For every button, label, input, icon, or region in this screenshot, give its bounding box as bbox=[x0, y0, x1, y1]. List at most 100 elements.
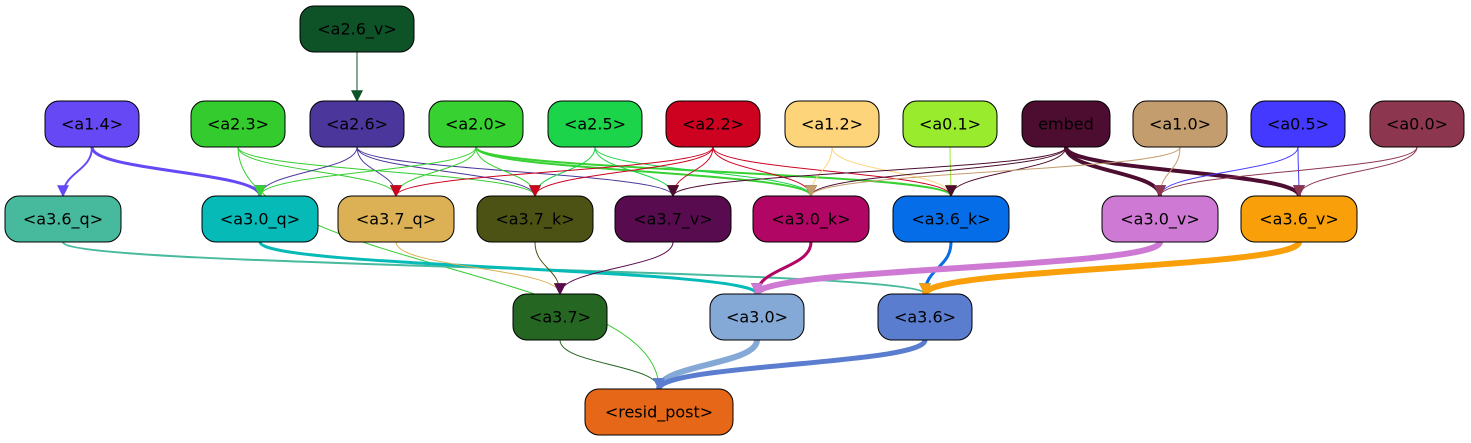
node-a3-6-v[interactable]: <a3.6_v> bbox=[1240, 195, 1358, 243]
node-label: <a2.3> bbox=[207, 115, 269, 134]
node-a2-3[interactable]: <a2.3> bbox=[190, 100, 286, 148]
node-box bbox=[1101, 195, 1219, 243]
node-box bbox=[709, 293, 805, 341]
edge-a3_0_v-to-a3_0 bbox=[751, 240, 1163, 296]
node-a3-6-k[interactable]: <a3.6_k> bbox=[892, 195, 1010, 243]
edge-a0_0-to-a3_6_v bbox=[1293, 146, 1418, 198]
node-box bbox=[877, 293, 973, 341]
edge-embed-to-a3_6_v bbox=[1064, 146, 1305, 198]
node-a3-0-v[interactable]: <a3.0_v> bbox=[1101, 195, 1219, 243]
node-box bbox=[1250, 100, 1346, 148]
node-label: <a3.7_v> bbox=[633, 210, 713, 230]
node-box bbox=[44, 100, 140, 148]
node-label: <a2.0> bbox=[445, 115, 507, 134]
edge-a2_0-to-a3_6_k bbox=[475, 146, 957, 198]
node-a3-7-v[interactable]: <a3.7_v> bbox=[614, 195, 732, 243]
node-label: <a3.7> bbox=[529, 308, 591, 327]
node-a3-6[interactable]: <a3.6> bbox=[877, 293, 973, 341]
node-a3-7-q[interactable]: <a3.7_q> bbox=[337, 195, 455, 243]
edge-a2_5-to-a3_7_k bbox=[529, 146, 596, 198]
node-label: <a2.6> bbox=[326, 115, 388, 134]
edge-a2_6-to-a3_0_q bbox=[254, 146, 358, 198]
edge-embed-to-a3_7_v bbox=[667, 146, 1067, 198]
node-label: <a2.2> bbox=[682, 115, 744, 134]
node-a0-5[interactable]: <a0.5> bbox=[1250, 100, 1346, 148]
edge-a2_2-to-a3_7_q bbox=[390, 146, 714, 198]
edge-a2_5-to-a3_0_k bbox=[594, 146, 817, 198]
edge-a1_0-to-a3_0_k bbox=[805, 146, 1181, 198]
edge-a2_0-to-a3_7_k bbox=[475, 146, 541, 198]
edge-a3_6_v-to-a3_6 bbox=[919, 240, 1302, 296]
node-a1-4[interactable]: <a1.4> bbox=[44, 100, 140, 148]
node-label: <a2.6_v> bbox=[317, 20, 397, 40]
edge-embed-to-a3_0_v bbox=[1064, 146, 1166, 198]
node-box bbox=[902, 100, 998, 148]
edge-embed-to-a3_6_k bbox=[945, 146, 1067, 198]
node-a0-1[interactable]: <a0.1> bbox=[902, 100, 998, 148]
node-a1-2[interactable]: <a1.2> bbox=[784, 100, 880, 148]
edge-embed-to-a3_0_k bbox=[805, 146, 1067, 198]
node-label: <a3.6> bbox=[894, 308, 956, 327]
node-resid-post[interactable]: <resid_post> bbox=[584, 388, 734, 436]
node-label: <a3.6_v> bbox=[1259, 210, 1339, 230]
node-a3-7-k[interactable]: <a3.7_k> bbox=[476, 195, 594, 243]
node-box bbox=[1369, 100, 1465, 148]
edge-a3_7_k-to-a3_7 bbox=[534, 241, 566, 296]
node-a3-0-k[interactable]: <a3.0_k> bbox=[752, 195, 870, 243]
node-box bbox=[1240, 195, 1358, 243]
node-a2-6[interactable]: <a2.6> bbox=[309, 100, 405, 148]
node-box bbox=[752, 195, 870, 243]
node-label: <a2.5> bbox=[564, 115, 626, 134]
node-label: <a1.2> bbox=[801, 115, 863, 134]
node-label: <a0.0> bbox=[1386, 115, 1448, 134]
node-a0-0[interactable]: <a0.0> bbox=[1369, 100, 1465, 148]
node-a2-5[interactable]: <a2.5> bbox=[547, 100, 643, 148]
node-label: <a3.7_q> bbox=[356, 210, 436, 230]
edge-a2_2-to-a3_7_k bbox=[529, 146, 714, 198]
edge-a2_0-to-a3_0_k bbox=[475, 146, 817, 198]
node-box bbox=[1132, 100, 1228, 148]
node-box bbox=[4, 195, 122, 243]
node-a3-6-q[interactable]: <a3.6_q> bbox=[4, 195, 122, 243]
node-box bbox=[201, 195, 319, 243]
edge-a1_4-to-a3_6_q bbox=[57, 146, 93, 198]
node-box bbox=[892, 195, 1010, 243]
node-box bbox=[190, 100, 286, 148]
node-label: <a3.7_k> bbox=[495, 210, 574, 230]
node-label: <a3.0_k> bbox=[771, 210, 850, 230]
edge-a3_6-to-resid_post bbox=[653, 338, 928, 391]
node-box bbox=[476, 195, 594, 243]
node-a3-0[interactable]: <a3.0> bbox=[709, 293, 805, 341]
node-a3-7[interactable]: <a3.7> bbox=[512, 293, 608, 341]
node-label: embed bbox=[1038, 115, 1094, 134]
node-embed[interactable]: embed bbox=[1021, 100, 1111, 148]
node-box bbox=[665, 100, 761, 148]
node-label: <a0.1> bbox=[919, 115, 981, 134]
node-box bbox=[428, 100, 524, 148]
edge-a3_7-to-resid_post bbox=[559, 339, 665, 391]
node-layer: <a2.6_v> <a1.4> <a2.3> <a2.6> <a2.0> <a2.5> <a… bbox=[4, 5, 1465, 436]
edge-a3_7_q-to-a3_7 bbox=[395, 241, 566, 296]
node-a3-0-q[interactable]: <a3.0_q> bbox=[201, 195, 319, 243]
node-label: <a3.6_q> bbox=[23, 210, 103, 230]
node-a1-0[interactable]: <a1.0> bbox=[1132, 100, 1228, 148]
node-label: <resid_post> bbox=[605, 403, 713, 423]
edge-a2_6-to-a3_7_v bbox=[356, 146, 679, 198]
node-box bbox=[309, 100, 405, 148]
node-box bbox=[337, 195, 455, 243]
node-label: <a3.0_q> bbox=[220, 210, 300, 230]
edge-a3_0_q-to-a3_0 bbox=[258, 240, 763, 296]
node-a2-6-v[interactable]: <a2.6_v> bbox=[299, 5, 415, 53]
edge-a2_2-to-a3_6_k bbox=[712, 146, 957, 198]
node-box bbox=[547, 100, 643, 148]
node-label: <a0.5> bbox=[1267, 115, 1329, 134]
node-a2-0[interactable]: <a2.0> bbox=[428, 100, 524, 148]
node-a2-2[interactable]: <a2.2> bbox=[665, 100, 761, 148]
edge-a0_0-to-a3_0_v bbox=[1154, 146, 1418, 198]
edge-a0_5-to-a3_6_v bbox=[1292, 146, 1305, 198]
node-label: <a3.0_v> bbox=[1120, 210, 1200, 230]
node-box bbox=[299, 5, 415, 53]
node-box bbox=[584, 388, 734, 436]
edge-a2_3-to-a3_7_q bbox=[237, 146, 402, 198]
